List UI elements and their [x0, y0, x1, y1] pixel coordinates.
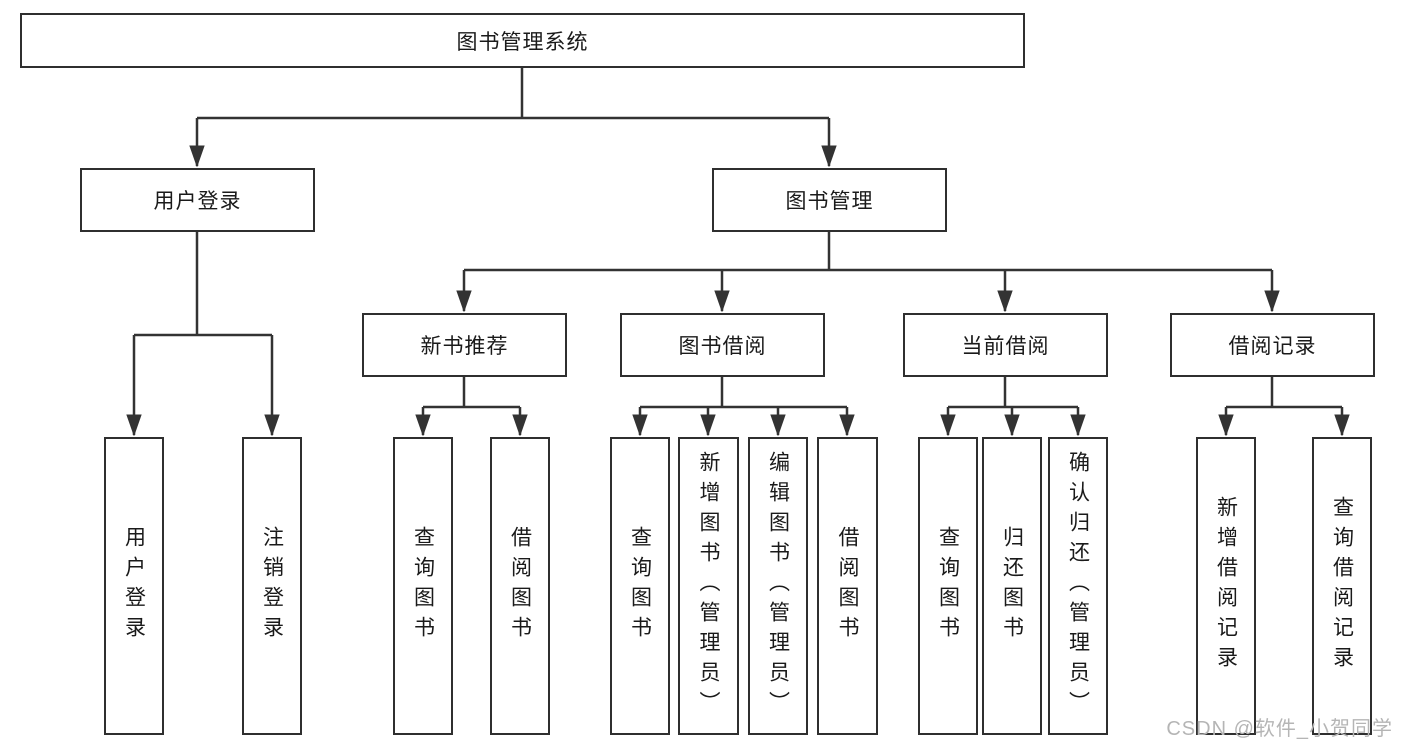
leaf-borrow-books-recommend-label: 借阅图书	[508, 526, 532, 646]
leaf-query-books-current-label: 查询图书	[936, 526, 960, 646]
leaf-edit-books-admin-label: 编辑图书（管理员）	[766, 451, 790, 721]
leaf-add-borrow-record: 新增借阅记录	[1196, 437, 1256, 735]
leaf-query-books-current: 查询图书	[918, 437, 978, 735]
leaf-edit-books-admin: 编辑图书（管理员）	[748, 437, 808, 735]
leaf-query-borrow-record-label: 查询借阅记录	[1330, 496, 1354, 676]
leaf-add-borrow-record-label: 新增借阅记录	[1214, 496, 1238, 676]
leaf-confirm-return-admin: 确认归还（管理员）	[1048, 437, 1108, 735]
leaf-return-books-label: 归还图书	[1000, 526, 1024, 646]
leaf-query-books-borrow-label: 查询图书	[628, 526, 652, 646]
node-borrow-records: 借阅记录	[1170, 313, 1375, 377]
leaf-borrow-books-recommend: 借阅图书	[490, 437, 550, 735]
leaf-return-books: 归还图书	[982, 437, 1042, 735]
leaf-add-books-admin-label: 新增图书（管理员）	[697, 451, 720, 721]
leaf-borrow-books-label: 借阅图书	[836, 526, 859, 646]
leaf-query-books-recommend: 查询图书	[393, 437, 453, 735]
node-book-borrow: 图书借阅	[620, 313, 825, 377]
leaf-user-login: 用户登录	[104, 437, 164, 735]
leaf-query-borrow-record: 查询借阅记录	[1312, 437, 1372, 735]
leaf-confirm-return-admin-label: 确认归还（管理员）	[1066, 451, 1090, 721]
watermark: CSDN @软件_小贺同学	[1166, 718, 1393, 740]
leaf-query-books-recommend-label: 查询图书	[411, 526, 435, 646]
node-book-management: 图书管理	[712, 168, 947, 232]
leaf-borrow-books: 借阅图书	[817, 437, 878, 735]
leaf-user-login-label: 用户登录	[122, 526, 146, 646]
node-new-book-recommend: 新书推荐	[362, 313, 567, 377]
leaf-logout: 注销登录	[242, 437, 302, 735]
node-library-management-system: 图书管理系统	[20, 13, 1025, 68]
node-current-borrow: 当前借阅	[903, 313, 1108, 377]
node-user-login: 用户登录	[80, 168, 315, 232]
leaf-query-books-borrow: 查询图书	[610, 437, 670, 735]
leaf-add-books-admin: 新增图书（管理员）	[678, 437, 739, 735]
leaf-logout-label: 注销登录	[260, 526, 284, 646]
